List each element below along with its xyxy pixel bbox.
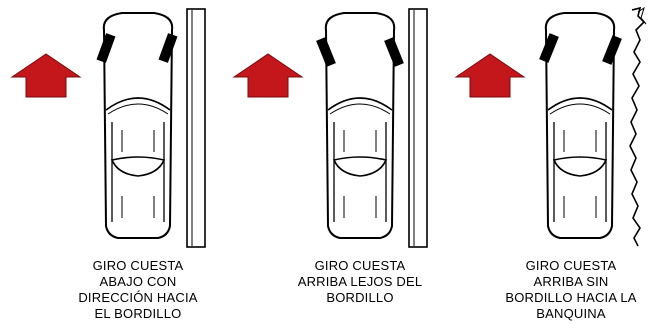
panel-2 <box>232 8 428 248</box>
wheel-left <box>316 37 336 67</box>
front-wheels <box>96 33 178 63</box>
wheel-right <box>384 37 404 67</box>
wheel-right <box>158 33 178 63</box>
curb <box>186 8 206 248</box>
caption-line: BORDILLO <box>326 290 394 305</box>
caption-line: GIRO CUESTA <box>525 258 617 273</box>
front-wheels <box>539 33 622 65</box>
caption-line: GIRO CUESTA <box>314 258 406 273</box>
wheel-left <box>96 33 116 63</box>
caption-line: ABAJO CON <box>99 274 177 289</box>
caption-line: GIRO CUESTA <box>92 258 184 273</box>
up-arrow-icon <box>232 53 304 98</box>
caption-line: BORDILLO HACIA LA <box>505 290 637 305</box>
car-top-view <box>102 12 174 239</box>
car-top-view <box>324 12 396 239</box>
caption-line: BANQUINA <box>536 306 606 321</box>
panel-1 <box>10 8 206 248</box>
wheel-right <box>602 35 622 65</box>
curb <box>408 8 428 248</box>
caption-line: ARRIBA LEJOS DEL <box>297 274 423 289</box>
wheel-left <box>539 33 559 63</box>
road-edge <box>629 6 647 247</box>
caption-line: ARRIBA SIN <box>533 274 609 289</box>
car-top-view <box>544 12 616 239</box>
up-arrow-icon <box>454 53 526 98</box>
caption-panel-2: GIRO CUESTA ARRIBA LEJOS DEL BORDILLO <box>272 258 448 306</box>
caption-line: EL BORDILLO <box>94 306 182 321</box>
front-wheels <box>316 37 404 67</box>
caption-line: DIRECCIÓN HACIA <box>78 290 198 305</box>
caption-panel-3: GIRO CUESTA ARRIBA SIN BORDILLO HACIA LA… <box>488 258 654 322</box>
up-arrow-icon <box>10 53 82 98</box>
caption-panel-1: GIRO CUESTA ABAJO CON DIRECCIÓN HACIA EL… <box>48 258 228 322</box>
panel-3 <box>454 6 647 247</box>
